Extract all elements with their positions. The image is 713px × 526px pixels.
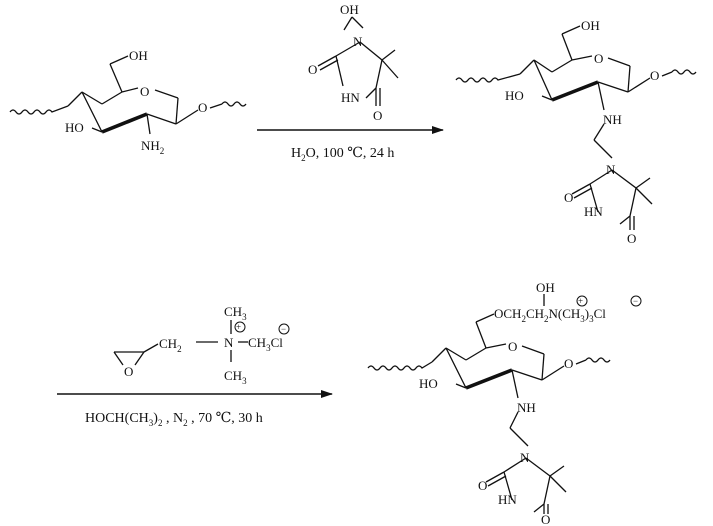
m3-n-label: N	[520, 450, 530, 465]
reagent-n-label: N	[353, 34, 363, 49]
methyl-right-label: CH3Cl	[248, 335, 283, 353]
m3-glycosidic-o-label: O	[564, 356, 573, 371]
ho-label: HO	[65, 120, 84, 135]
quaternized-product-structure: + − OH OCH2CH2N(CH3)3Cl O O HO NH N O HN…	[368, 280, 641, 526]
m2-glycosidic-o-label: O	[650, 68, 659, 83]
step1-conditions: H2O, 100 ℃, 24 h	[291, 146, 394, 163]
methyl-bottom-label: CH3	[224, 368, 247, 386]
chitosan-structure: OH O O HO NH2	[10, 48, 246, 156]
m3-side-oh-label: OH	[536, 280, 555, 295]
m3-minus-charge: −	[633, 296, 638, 306]
m3-carbonyl-o1: O	[478, 478, 487, 493]
ring-o-label: O	[140, 84, 149, 99]
plus-charge: +	[236, 322, 241, 332]
m2-carbonyl-o1: O	[564, 190, 573, 205]
methyl-top-label: CH3	[224, 304, 247, 322]
m2-hn-label: HN	[584, 204, 603, 219]
reagent-gtmac: O CH2 N + CH3 CH3Cl − CH3	[114, 304, 289, 386]
m3-side-chain-label: OCH2CH2N(CH3)3Cl	[494, 306, 606, 324]
hydantoin-chitosan-structure: OH O O HO NH N O HN O	[456, 18, 696, 246]
reagent-nh-label: HN	[341, 90, 360, 105]
reaction-arrow-1: H2O, 100 ℃, 24 h	[257, 130, 443, 163]
m3-nh-label: NH	[517, 400, 536, 415]
m2-oh-label: OH	[581, 18, 600, 33]
m3-ring-o-label: O	[508, 339, 517, 354]
step2-conditions: HOCH(CH3)2 , N2 , 70 ℃, 30 h	[85, 411, 263, 428]
m2-ho-label: HO	[505, 88, 524, 103]
epoxide-o-label: O	[124, 364, 133, 379]
ch2-label: CH2	[159, 336, 182, 354]
m2-n-label: N	[606, 162, 616, 177]
m3-carbonyl-o2: O	[541, 512, 550, 526]
reagent-carbonyl-o2: O	[373, 108, 382, 123]
reagent-hydroxymethyl-hydantoin: OH N O HN O	[308, 2, 398, 123]
reaction-arrow-2: HOCH(CH3)2 , N2 , 70 ℃, 30 h	[57, 394, 332, 428]
oh-label: OH	[129, 48, 148, 63]
minus-charge: −	[281, 324, 286, 334]
m3-hn-label: HN	[498, 492, 517, 507]
reagent-carbonyl-o1: O	[308, 62, 317, 77]
m2-carbonyl-o2: O	[627, 231, 636, 246]
glycosidic-o-label: O	[198, 100, 207, 115]
m2-ring-o-label: O	[594, 51, 603, 66]
m3-plus-charge: +	[578, 296, 583, 306]
ammonium-n-label: N	[224, 335, 234, 350]
reagent-oh-label: OH	[340, 2, 359, 17]
m2-nh-label: NH	[603, 112, 622, 127]
m3-ho-label: HO	[419, 376, 438, 391]
nh2-label: NH2	[141, 138, 164, 156]
